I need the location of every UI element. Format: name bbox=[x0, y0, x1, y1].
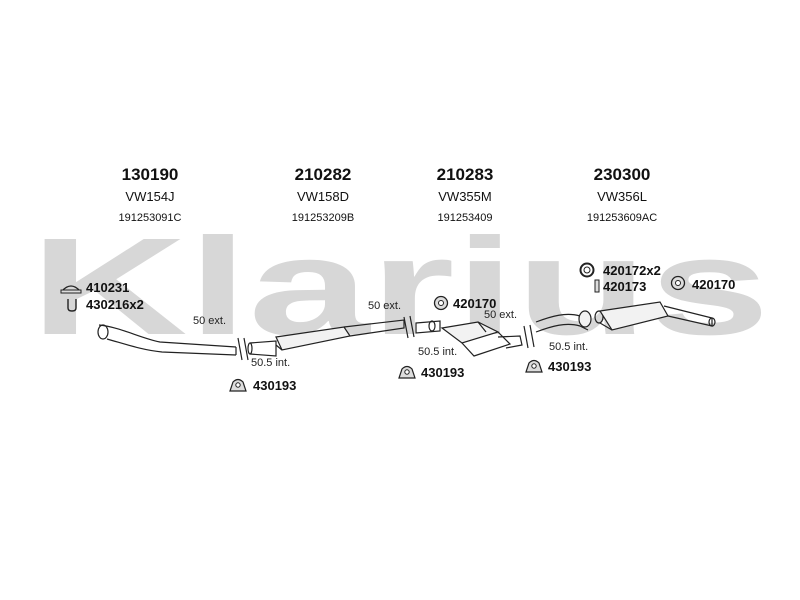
oem-number: 191253209B bbox=[291, 212, 355, 224]
part-number: 230300 bbox=[593, 165, 651, 184]
tail-silencer bbox=[535, 301, 716, 333]
middle-silencer bbox=[247, 319, 405, 357]
fitting-label: 420173 bbox=[603, 279, 647, 294]
oem-number: 191253609AC bbox=[586, 212, 658, 224]
fitting-label: 430216x2 bbox=[86, 297, 144, 312]
rubber-mount-icon bbox=[525, 359, 543, 373]
dimension-label: 50.5 int. bbox=[549, 341, 589, 353]
part-210283: 210283 VW355M 191253409 bbox=[400, 165, 530, 225]
bolt-icon bbox=[594, 279, 600, 293]
fitting-label: 430193 bbox=[253, 378, 297, 393]
part-130190: 130190 VW154J 191253091C bbox=[85, 165, 215, 225]
part-number: 130190 bbox=[121, 165, 179, 184]
oem-number: 191253091C bbox=[118, 212, 182, 224]
part-210282: 210282 VW158D 191253209B bbox=[258, 165, 388, 225]
hanger-icon bbox=[670, 275, 686, 291]
part-code: VW356L bbox=[597, 189, 647, 204]
rubber-mount-icon bbox=[398, 365, 416, 379]
dimension-label: 50.5 int. bbox=[251, 357, 291, 369]
dimension-label: 50.5 int. bbox=[418, 346, 458, 358]
dimension-label: 50 ext. bbox=[193, 315, 227, 327]
part-code: VW355M bbox=[438, 189, 492, 204]
hanger-icon bbox=[433, 295, 449, 311]
clamp-icon bbox=[60, 285, 82, 294]
watermark-text: Klarius bbox=[30, 210, 770, 364]
fitting-label: 420170 bbox=[453, 296, 497, 311]
fitting-label: 430193 bbox=[421, 365, 465, 380]
oem-number: 191253409 bbox=[437, 212, 493, 224]
part-code: VW158D bbox=[296, 189, 350, 204]
front-pipe bbox=[97, 324, 237, 356]
fitting-label: 410231 bbox=[86, 280, 130, 295]
dimension-label: 50 ext. bbox=[368, 300, 402, 312]
rubber-mount-icon bbox=[229, 378, 247, 392]
fitting-label: 420170 bbox=[692, 277, 736, 292]
fitting-label: 430193 bbox=[548, 359, 592, 374]
u-bolt-icon bbox=[67, 299, 77, 312]
part-230300: 230300 VW356L 191253609AC bbox=[557, 165, 687, 225]
fitting-label: 420172x2 bbox=[603, 263, 661, 278]
part-code: VW154J bbox=[125, 189, 175, 204]
part-number: 210282 bbox=[294, 165, 352, 184]
ring-gasket-icon bbox=[579, 262, 595, 278]
part-number: 210283 bbox=[436, 165, 494, 184]
dimension-label: 50 ext. bbox=[484, 309, 518, 321]
rear-silencer bbox=[415, 320, 523, 357]
